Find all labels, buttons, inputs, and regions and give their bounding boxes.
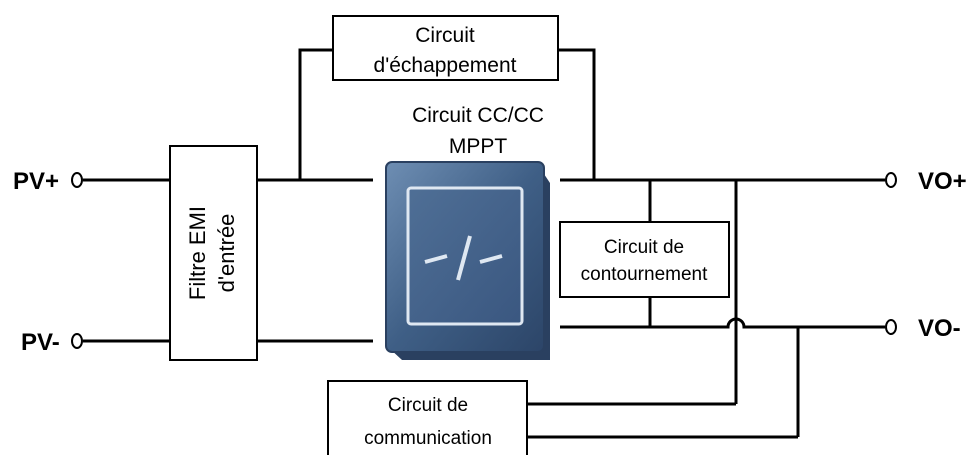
- bypass-circuit-box: [559, 221, 730, 298]
- input-filter-box: [169, 145, 258, 361]
- input-filter-block: Filtre EMI d'entrée: [169, 145, 258, 361]
- terminal-vo-minus-label: VO-: [918, 315, 961, 342]
- converter-symbol-right-dash: [479, 254, 503, 264]
- terminal-vo-minus-circle: [885, 319, 897, 335]
- communication-circuit-line1: Circuit de: [388, 395, 468, 416]
- terminal-vo-minus: VO-: [885, 315, 961, 342]
- input-filter-line2: d'entrée: [214, 214, 239, 293]
- escape-circuit-block: Circuit d'échappement: [332, 15, 559, 81]
- wiring: [83, 48, 885, 439]
- terminal-pv-plus-label: PV+: [13, 168, 59, 195]
- terminal-pv-plus: PV+: [13, 168, 83, 195]
- wire-escape-right: [558, 48, 596, 180]
- converter-symbol-slash: [456, 235, 472, 281]
- input-filter-line1: Filtre EMI: [185, 206, 210, 300]
- bypass-circuit-line1: Circuit de: [604, 237, 684, 258]
- terminal-vo-plus: VO+: [885, 168, 967, 195]
- communication-circuit-block: Circuit de communication: [327, 380, 528, 455]
- escape-circuit-box: [332, 15, 559, 81]
- terminal-pv-plus-circle: [71, 172, 83, 188]
- dcdc-title-line2: MPPT: [449, 135, 508, 158]
- wire-vo-minus-out: [560, 317, 885, 329]
- escape-circuit-line2: d'échappement: [374, 54, 517, 77]
- communication-circuit-box: [327, 380, 528, 455]
- dcdc-converter-icon: [385, 161, 550, 360]
- communication-circuit-line2: communication: [364, 428, 492, 449]
- terminal-pv-minus: PV-: [21, 329, 83, 356]
- terminal-pv-minus-label: PV-: [21, 329, 60, 356]
- dcdc-converter-block: Circuit CC/CC MPPT: [385, 104, 550, 360]
- terminal-pv-minus-circle: [71, 333, 83, 349]
- bypass-circuit-line2: contournement: [581, 264, 708, 285]
- dcdc-title-line1: Circuit CC/CC: [412, 104, 544, 127]
- wire-escape-left: [298, 48, 333, 180]
- bypass-circuit-block: Circuit de contournement: [559, 221, 730, 298]
- converter-symbol-left-dash: [424, 254, 448, 264]
- terminal-vo-plus-label: VO+: [918, 168, 967, 195]
- escape-circuit-line1: Circuit: [415, 24, 475, 47]
- terminal-vo-plus-circle: [885, 172, 897, 188]
